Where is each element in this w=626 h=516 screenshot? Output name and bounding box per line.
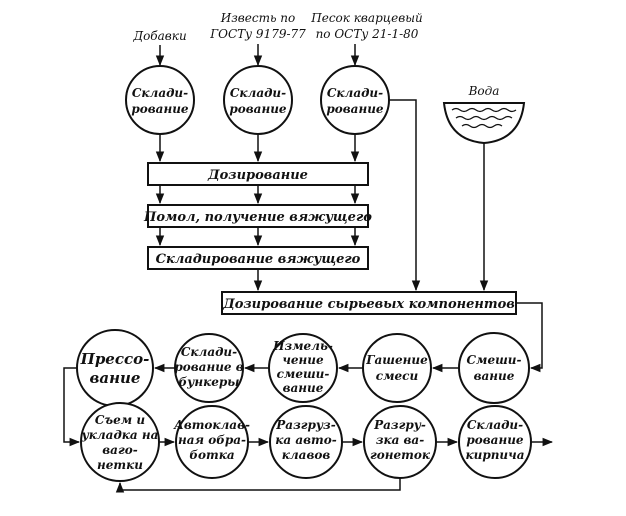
node-storage-sand-line1: Склади-	[327, 86, 383, 100]
node-storage-additives: Склади- рование	[125, 65, 195, 135]
node-bunker-storage-line1: Склади-	[181, 345, 237, 359]
bar-binder-storage: Складирование вяжущего	[147, 246, 369, 270]
node-unload-carts-line3: гонеток	[370, 448, 431, 462]
arrow-sand-storage-to-raw-dosing	[389, 99, 421, 292]
node-unload-autoclave-line3: клавов	[282, 448, 331, 462]
row2-arrows	[115, 437, 554, 493]
node-autoclave-line1: Автоклав-	[173, 418, 250, 432]
node-removal: Съем и укладка на ваго- нетки	[80, 402, 160, 482]
node-storage-lime-line1: Склади-	[230, 86, 286, 100]
input-additives-label: Добавки	[132, 29, 186, 43]
input-sand-label-line2: по ОСТу 21-1-80	[316, 27, 419, 41]
node-mixing-line1: Смеши-	[467, 353, 522, 367]
bar-grinding: Помол, получение вяжущего	[143, 204, 372, 228]
node-bunker-storage-line3: бункеры	[179, 375, 240, 389]
node-removal-line1: Съем и	[95, 413, 145, 427]
node-removal-line3: ваго-	[102, 443, 137, 457]
input-lime-label-line1: Известь по	[220, 11, 296, 25]
node-slaking-line1: Гашение	[365, 353, 428, 367]
node-slaking-line2: смеси	[376, 369, 419, 383]
node-storage-lime-line2: рование	[229, 102, 287, 116]
bar-binder-storage-label: Складирование вяжущего	[156, 252, 361, 267]
node-brick-storage: Склади- рование кирпича	[458, 405, 532, 479]
node-unload-carts: Разгру- зка ва- гонеток	[363, 405, 437, 479]
arrows-grinding-to-binder	[155, 227, 360, 247]
node-autoclave: Автоклав- ная обра- ботка	[173, 405, 250, 479]
row1-arrows	[63, 363, 459, 447]
node-unload-autoclave-line2: ка авто-	[275, 433, 336, 447]
node-pressing-line1: Прессо-	[80, 350, 150, 368]
input-arrows	[155, 44, 360, 67]
arrow-pressing-to-removal	[63, 367, 81, 447]
node-storage-sand-line2: рование	[326, 102, 384, 116]
node-unload-autoclave: Разгруз- ка авто- клавов	[269, 405, 343, 479]
node-unload-carts-line1: Разгру-	[373, 418, 426, 432]
node-regrinding: Измель- чение смеши- вание	[268, 333, 338, 403]
bar-grinding-label: Помол, получение вяжущего	[143, 210, 372, 225]
node-brick-storage-line2: рование	[466, 433, 524, 447]
node-autoclave-line3: ботка	[189, 448, 234, 462]
node-storage-sand: Склади- рование	[320, 65, 390, 135]
arrows-dosing-to-grinding	[155, 185, 360, 205]
node-storage-additives-line1: Склади-	[132, 86, 188, 100]
node-regrinding-line3: смеши-	[277, 367, 330, 381]
node-bunker-storage: Склади- рование в бункеры	[174, 333, 244, 403]
storage-to-dosing-arrows	[155, 134, 360, 163]
arrow-raw-dosing-to-mixing	[516, 302, 543, 373]
node-pressing: Прессо- вание	[76, 329, 154, 407]
node-removal-line4: нетки	[97, 458, 143, 472]
input-lime-label-line2: ГОСТу 9179-77	[209, 27, 306, 41]
node-regrinding-line2: чение	[282, 353, 324, 367]
connectors-to-raw-dosing	[253, 99, 489, 292]
node-slaking: Гашение смеси	[362, 333, 432, 403]
bar-dosing: Дозирование	[147, 162, 369, 186]
water-label: Вода	[468, 84, 500, 98]
node-autoclave-line2: ная обра-	[178, 433, 246, 447]
node-mixing: Смеши- вание	[458, 332, 530, 404]
node-regrinding-line1: Измель-	[272, 339, 333, 353]
node-removal-line2: укладка на	[81, 428, 159, 442]
input-sand-label-line1: Песок кварцевый	[310, 11, 422, 25]
node-brick-storage-line1: Склади-	[467, 418, 523, 432]
node-storage-additives-line2: рование	[131, 102, 189, 116]
node-regrinding-line4: вание	[283, 381, 324, 395]
node-mixing-line2: вание	[474, 369, 515, 383]
node-bunker-storage-line2: рование в	[174, 360, 243, 374]
node-brick-storage-line3: кирпича	[465, 448, 524, 462]
node-storage-lime: Склади- рование	[223, 65, 293, 135]
water-tank-icon	[442, 102, 526, 145]
bar-dosing-label: Дозирование	[207, 168, 308, 183]
node-pressing-line2: вание	[90, 369, 141, 387]
node-unload-autoclave-line1: Разгруз-	[275, 418, 335, 432]
arrow-carts-return-loop	[115, 478, 401, 493]
bar-raw-dosing: Дозирование сырьевых компонентов	[221, 291, 517, 315]
node-unload-carts-line2: зка ва-	[376, 433, 424, 447]
bar-raw-dosing-label: Дозирование сырьевых компонентов	[222, 297, 515, 312]
